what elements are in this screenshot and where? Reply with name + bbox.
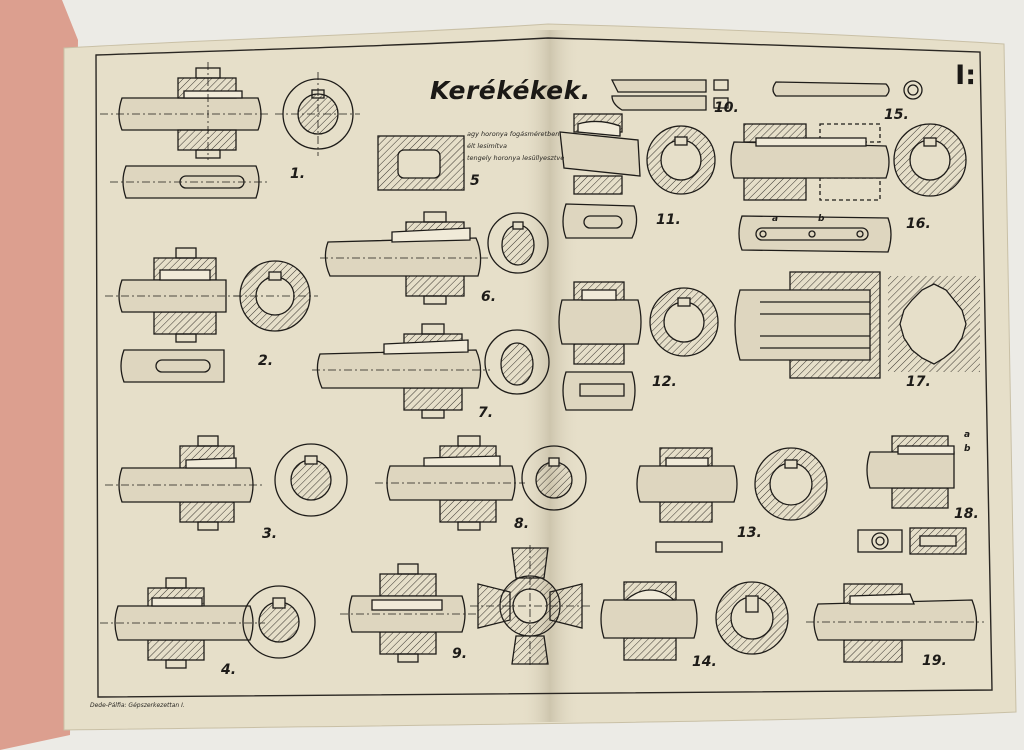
- figure-17-drawing: [734, 271, 980, 379]
- figure-12-drawing: [558, 281, 719, 411]
- figure-6-drawing: [320, 211, 549, 305]
- figure-label-11: 11.: [656, 212, 681, 228]
- note-line-1: agy horonya fogásméretben: [467, 130, 560, 138]
- figure-11-drawing: [559, 113, 716, 239]
- figure-label-2: 2.: [258, 353, 274, 369]
- sublabel-18-b: b: [964, 444, 971, 454]
- figure-label-16: 16.: [906, 216, 931, 232]
- figure-14-drawing: [600, 581, 789, 661]
- figure-label-18: 18.: [954, 506, 979, 522]
- figure-5-drawing: [377, 135, 465, 191]
- figure-label-9: 9.: [452, 646, 468, 662]
- figure-label-17: 17.: [906, 374, 931, 390]
- figure-7-drawing: [312, 323, 550, 419]
- figure-label-13: 13.: [737, 525, 762, 541]
- figure-15-drawing: [772, 80, 923, 100]
- figure-1-drawing: [100, 62, 360, 199]
- sublabel-16-b: b: [818, 214, 825, 224]
- figure-13-drawing: [636, 447, 828, 553]
- figure-label-8: 8.: [514, 516, 530, 532]
- figure-label-1: 1.: [290, 166, 306, 182]
- figure-label-6: 6.: [481, 289, 497, 305]
- figure-label-10: 10.: [714, 100, 739, 116]
- figure-label-14: 14.: [692, 654, 717, 670]
- figure-18-drawing: [857, 435, 967, 555]
- figure-2-drawing: [105, 247, 318, 383]
- figure-label-7: 7.: [478, 405, 494, 421]
- sheet-label: I:: [955, 60, 976, 91]
- figure-label-19: 19.: [922, 653, 947, 669]
- page-title: Kerékékek.: [430, 76, 591, 105]
- note-line-2: élt lesimítva: [467, 142, 507, 150]
- figure-10-drawing: [610, 79, 729, 111]
- figure-8-drawing: [375, 435, 587, 531]
- figure-3-drawing: [105, 435, 348, 531]
- figure-label-12: 12.: [652, 374, 677, 390]
- page-footer: Dede-Pálfia: Gépszerkezettan I.: [90, 702, 185, 709]
- figure-19-drawing: [806, 583, 984, 663]
- figure-label-15: 15.: [884, 107, 909, 123]
- figure-label-3: 3.: [262, 526, 278, 542]
- figure-9-drawing: [340, 545, 592, 668]
- figure-16-drawing: [730, 123, 967, 253]
- note-line-3: tengely horonya lesüllyesztve: [467, 154, 565, 162]
- sublabel-18-a: a: [964, 430, 971, 440]
- figure-label-5: 5: [470, 173, 480, 189]
- figure-label-4: 4.: [221, 662, 237, 678]
- sublabel-16-a: a: [772, 214, 779, 224]
- book-cover: [0, 0, 78, 750]
- figure-4-drawing: [100, 577, 316, 669]
